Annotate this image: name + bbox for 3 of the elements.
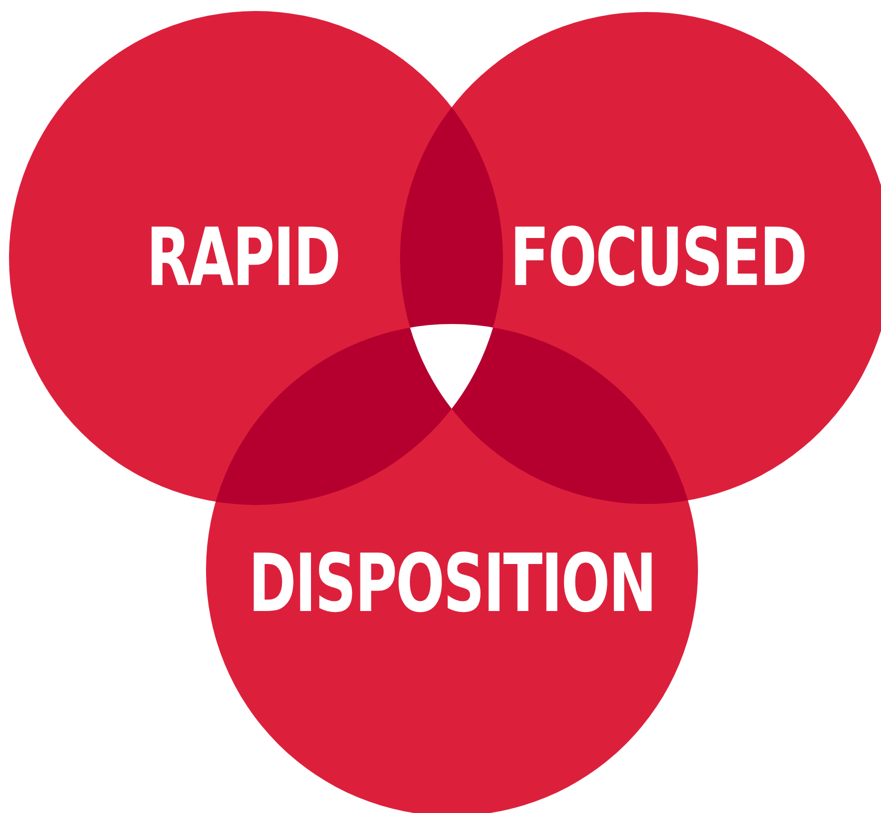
circle-label: RAPID: [146, 218, 340, 298]
circle-label: DISPOSITION: [248, 544, 656, 624]
circle-label: FOCUSED: [510, 218, 806, 298]
